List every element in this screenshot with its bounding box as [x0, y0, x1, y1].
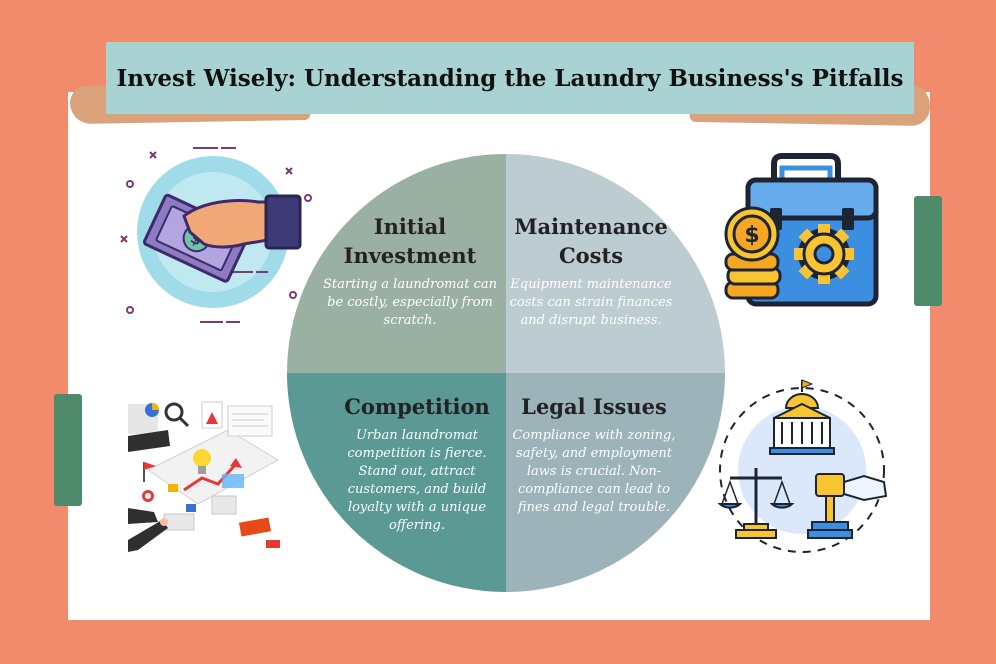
page-title: Invest Wisely: Understanding the Laundry…: [116, 64, 904, 92]
quadrant-body: Equipment maintenance costs can strain f…: [509, 277, 673, 328]
quadrant-body: Starting a laundromat can be costly, esp…: [322, 277, 498, 328]
business-strategy-icon: [128, 401, 280, 552]
courthouse-justice-icon: [717, 379, 888, 553]
quadrant-text-initial-investment: Initial Investment Starting a laundromat…: [320, 212, 500, 330]
quadrant-initial-investment: [287, 154, 506, 373]
quadrant-heading: Legal Issues: [521, 394, 667, 419]
quadrant-competition: [287, 373, 506, 592]
quadrant-heading: Maintenance Costs: [514, 214, 668, 268]
briefcase-coins-gear-icon: $: [724, 153, 879, 307]
quadrant-heading: Competition: [344, 394, 490, 419]
svg-text:$: $: [744, 223, 759, 248]
quadrant-heading: Initial Investment: [343, 214, 477, 268]
quadrant-body: Urban laundromat competition is fierce. …: [347, 428, 487, 533]
quadrant-text-competition: Competition Urban laundromat competition…: [335, 392, 499, 535]
quadrant-text-maintenance-costs: Maintenance Costs Equipment maintenance …: [506, 212, 676, 330]
quadrant-text-legal-issues: Legal Issues Compliance with zoning, saf…: [508, 392, 680, 517]
green-tab-right: [914, 196, 942, 306]
title-banner: Invest Wisely: Understanding the Laundry…: [106, 42, 914, 114]
green-tab-left: [54, 394, 82, 506]
money-hand-icon: $: [120, 147, 312, 323]
quadrant-legal-issues: [506, 373, 725, 592]
quadrant-maintenance-costs: [506, 154, 725, 373]
quadrant-body: Compliance with zoning, safety, and empl…: [512, 428, 676, 515]
